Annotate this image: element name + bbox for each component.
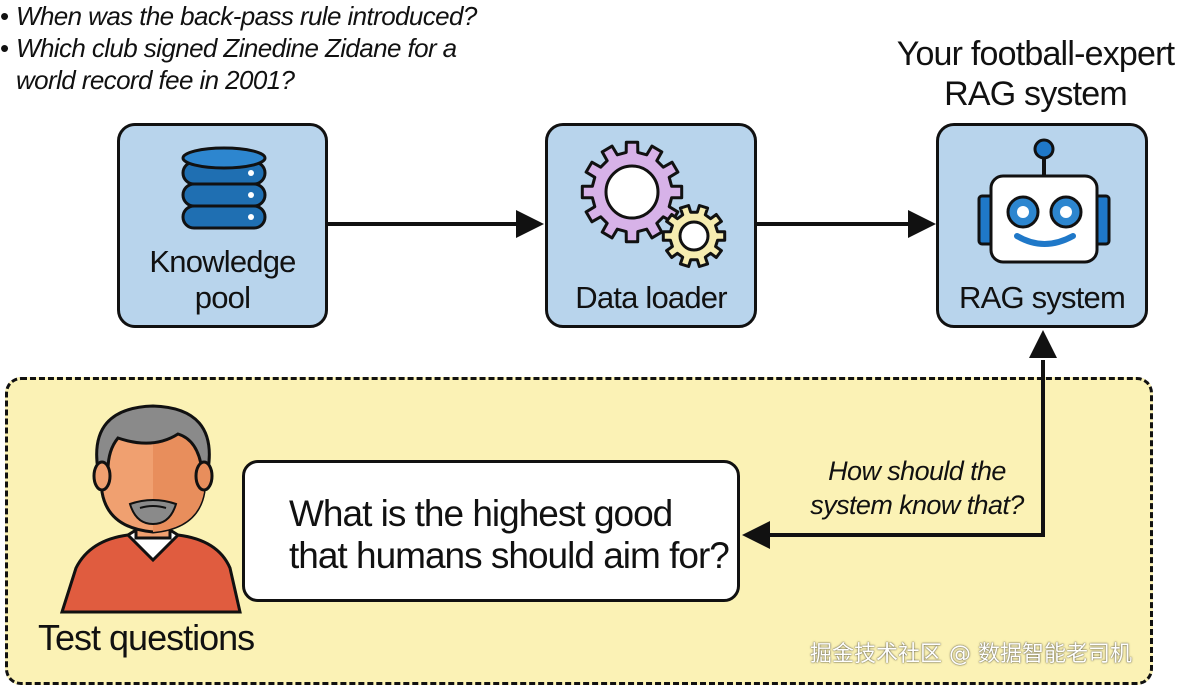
question-item-2: •Which club signed Zinedine Zidane for a [0,33,457,63]
data-loader-node: Data loader [545,123,757,328]
knowledge-pool-label: Knowledge pool [149,244,296,315]
feedback-question: How should the system know that? [810,456,1024,520]
example-questions: •When was the back-pass rule introduced?… [0,0,520,96]
rag-system-label: RAG system [959,280,1126,315]
knowledge-pool-node: Knowledge pool [117,123,328,328]
arrow-to-rag-system [908,210,936,238]
data-loader-label: Data loader [575,280,727,315]
person-icon [59,404,242,614]
test-question-text: What is the highest good that humans sho… [289,493,730,576]
robot-icon [977,138,1111,264]
rag-system-title: Your football-expert RAG system [896,35,1175,113]
question-item-2-continued: world record fee in 2001? [16,65,295,95]
gears-icon [580,140,727,268]
question-item-1: •When was the back-pass rule introduced? [0,1,477,31]
watermark: 掘金技术社区 @ 数据智能老司机 [810,642,1132,667]
database-icon [181,146,267,230]
rag-system-node: RAG system [936,123,1148,328]
test-question-card: What is the highest good that humans sho… [242,460,740,602]
small-gear-icon-hole [678,220,710,252]
arrow-to-question [742,521,770,549]
test-questions-label: Test questions [38,617,255,658]
arrow-to-data-loader [516,210,544,238]
large-gear-icon-hole [604,164,660,220]
arrow-to-rag-up [1029,330,1057,358]
